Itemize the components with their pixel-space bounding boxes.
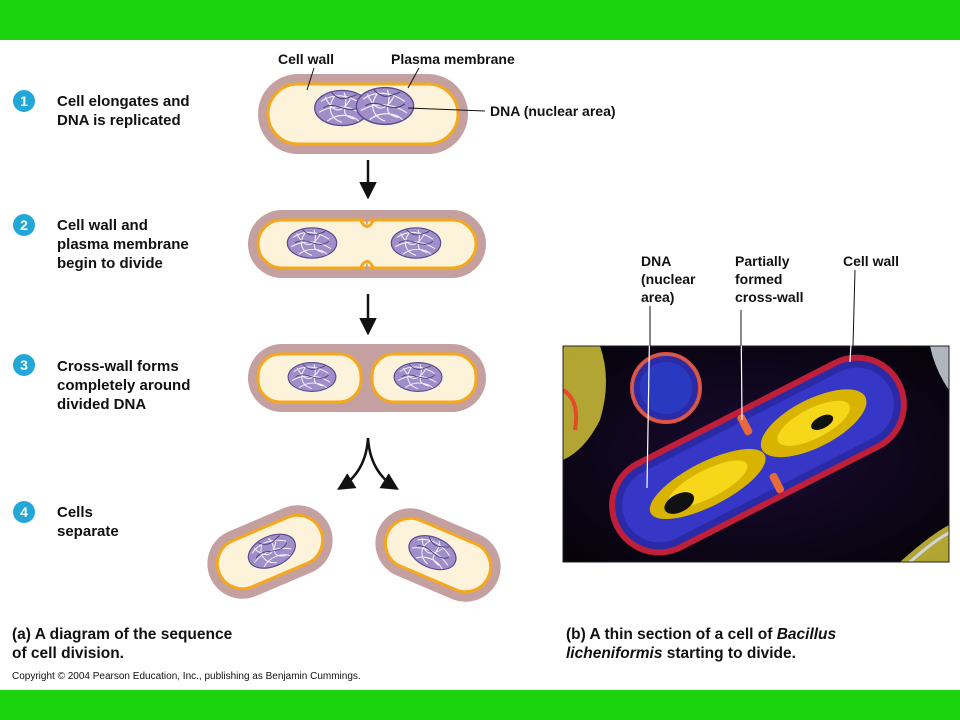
caption-b-text-1: A thin section of a cell of: [589, 626, 777, 643]
caption-b-species-1: Bacillus: [776, 626, 837, 643]
step-1-text: Cell elongates and DNA is replicated: [57, 93, 190, 129]
micrograph-dna-label: DNA (nuclear area): [641, 253, 696, 305]
step2-cell: [248, 210, 486, 278]
caption-b-text-2: starting to divide.: [662, 645, 796, 662]
step-3-text: Cross-wall forms completely around divid…: [57, 358, 191, 413]
caption-a-prefix: (a): [12, 626, 31, 643]
step-3-badge: 3: [13, 354, 35, 376]
caption-a-text: A diagram of the sequence of cell divisi…: [12, 626, 233, 662]
micrograph-leader-lines: [646, 269, 856, 489]
step3-cell: [248, 344, 486, 412]
step-4-badge: 4: [13, 501, 35, 523]
caption-b: (b) A thin section of a cell of Bacillus…: [566, 625, 946, 663]
step4-right-cell: [375, 508, 501, 602]
micrograph-image: [562, 345, 950, 563]
caption-b-species-2: licheniformis: [566, 645, 663, 662]
micrograph-cross-wall-label: Partially formed cross-wall: [735, 253, 804, 305]
dna-nuclear-area-label: DNA (nuclear area): [490, 103, 616, 119]
step4-left-cell: [207, 505, 333, 599]
bottom-green-band: [0, 690, 960, 720]
step-2-badge: 2: [13, 214, 35, 236]
caption-b-prefix: (b): [566, 626, 586, 643]
micrograph-cell-wall-label: Cell wall: [843, 253, 900, 269]
step-4-text: Cells separate: [57, 504, 119, 540]
top-green-band: [0, 0, 960, 40]
cell-wall-label: Cell wall: [278, 51, 335, 67]
step-2-text: Cell wall and plasma membrane begin to d…: [57, 217, 189, 272]
step1-leader-lines: [306, 67, 486, 112]
plasma-membrane-label: Plasma membrane: [391, 51, 515, 67]
caption-a: (a) A diagram of the sequence of cell di…: [12, 625, 232, 663]
step-1-badge: 1: [13, 90, 35, 112]
split-arrows: [337, 437, 399, 490]
step1-cell: [258, 74, 468, 154]
copyright-notice: Copyright © 2004 Pearson Education, Inc.…: [12, 671, 361, 682]
